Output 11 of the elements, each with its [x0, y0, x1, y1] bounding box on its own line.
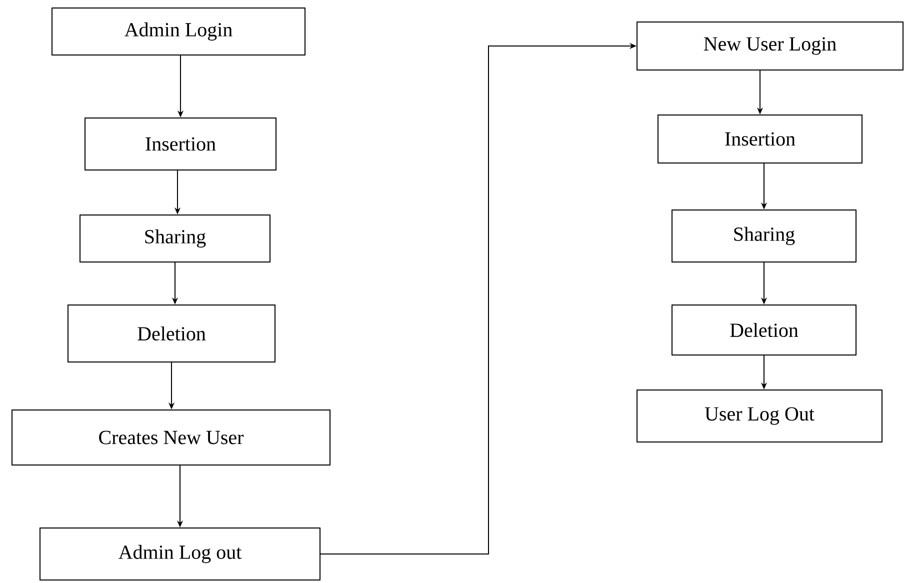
process-box: Deletion: [68, 304, 276, 362]
process-box: Creates New User: [12, 410, 330, 466]
process-box: Sharing: [672, 210, 857, 262]
process-box: New User Login: [636, 22, 904, 70]
process-box: Deletion: [672, 304, 857, 356]
process-box: Insertion: [84, 118, 276, 170]
process-box: User Log Out: [636, 390, 883, 442]
process-box: Admin Login: [52, 8, 306, 56]
process-box: Insertion: [658, 114, 863, 164]
process-box: Admin Log out: [40, 528, 320, 580]
process-box: Sharing: [80, 214, 270, 262]
